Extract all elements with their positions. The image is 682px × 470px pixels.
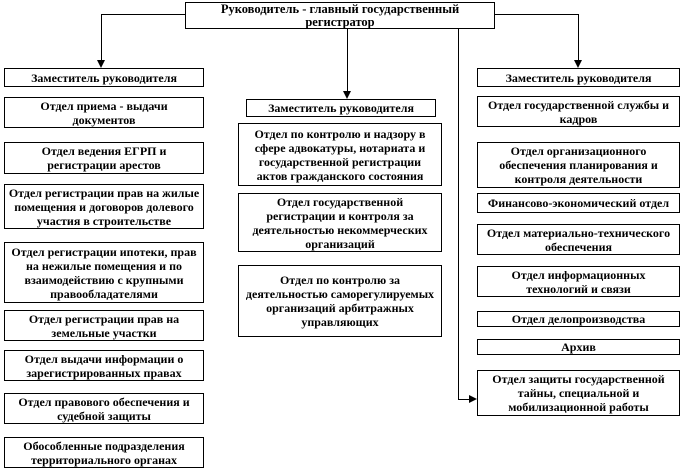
arrow-right-icon xyxy=(469,395,477,403)
dept-sro-arbitration: Отдел по контролю за деятельностью самор… xyxy=(238,265,442,337)
dept-reception-documents: Отдел приема - выдачи документов xyxy=(4,97,204,128)
deputy-header-left: Заместитель руководителя xyxy=(4,68,204,87)
deputy-header-middle: Заместитель руководителя xyxy=(246,99,436,117)
dept-land-rights: Отдел регистрации прав на земельные учас… xyxy=(4,310,204,341)
arrow-down-icon xyxy=(343,91,351,99)
connector-middle-vertical xyxy=(347,29,348,91)
dept-logistics: Отдел материально-технического обеспечен… xyxy=(477,224,680,255)
connector-right-vertical xyxy=(578,14,579,60)
arrow-down-icon xyxy=(97,60,105,68)
dept-records: Отдел делопроизводства xyxy=(477,311,680,327)
connector-secrets-horizontal xyxy=(458,399,469,400)
connector-secrets-vertical xyxy=(458,29,459,399)
dept-advocacy-notary-zags: Отдел по контролю и надзору в сфере адво… xyxy=(238,123,442,186)
dept-it-comms: Отдел информационных технологий и связи xyxy=(477,266,680,297)
arrow-down-icon xyxy=(574,60,582,68)
dept-territorial-subdivisions: Обособленные подразделения территориальн… xyxy=(4,437,204,468)
connector-left-horizontal xyxy=(101,14,185,15)
dept-civil-service-hr: Отдел государственной службы и кадров xyxy=(477,96,680,127)
dept-legal-support: Отдел правового обеспечения и судебной з… xyxy=(4,393,204,424)
dept-info-issuance: Отдел выдачи информации о зарегистрирова… xyxy=(4,350,204,381)
dept-finance-economy: Финансово-экономический отдел xyxy=(477,193,680,213)
dept-ngo-registration: Отдел государственной регистрации и конт… xyxy=(238,193,442,252)
dept-egrp-arrests: Отдел ведения ЕГРП и регистрации арестов xyxy=(4,142,204,174)
dept-mortgage-nonresidential: Отдел регистрации ипотеки, прав на нежил… xyxy=(4,242,204,303)
deputy-header-right: Заместитель руководителя xyxy=(477,68,680,87)
connector-left-vertical xyxy=(101,14,102,60)
dept-org-planning-control: Отдел организационного обеспечения плани… xyxy=(477,142,680,188)
dept-archive: Архив xyxy=(477,339,680,355)
org-box-root: Руководитель - главный государственный р… xyxy=(185,2,495,29)
dept-housing-rights: Отдел регистрации прав на жилые помещени… xyxy=(4,184,204,229)
connector-right-horizontal xyxy=(495,14,578,15)
dept-state-secrets: Отдел защиты государственной тайны, спец… xyxy=(477,370,680,416)
